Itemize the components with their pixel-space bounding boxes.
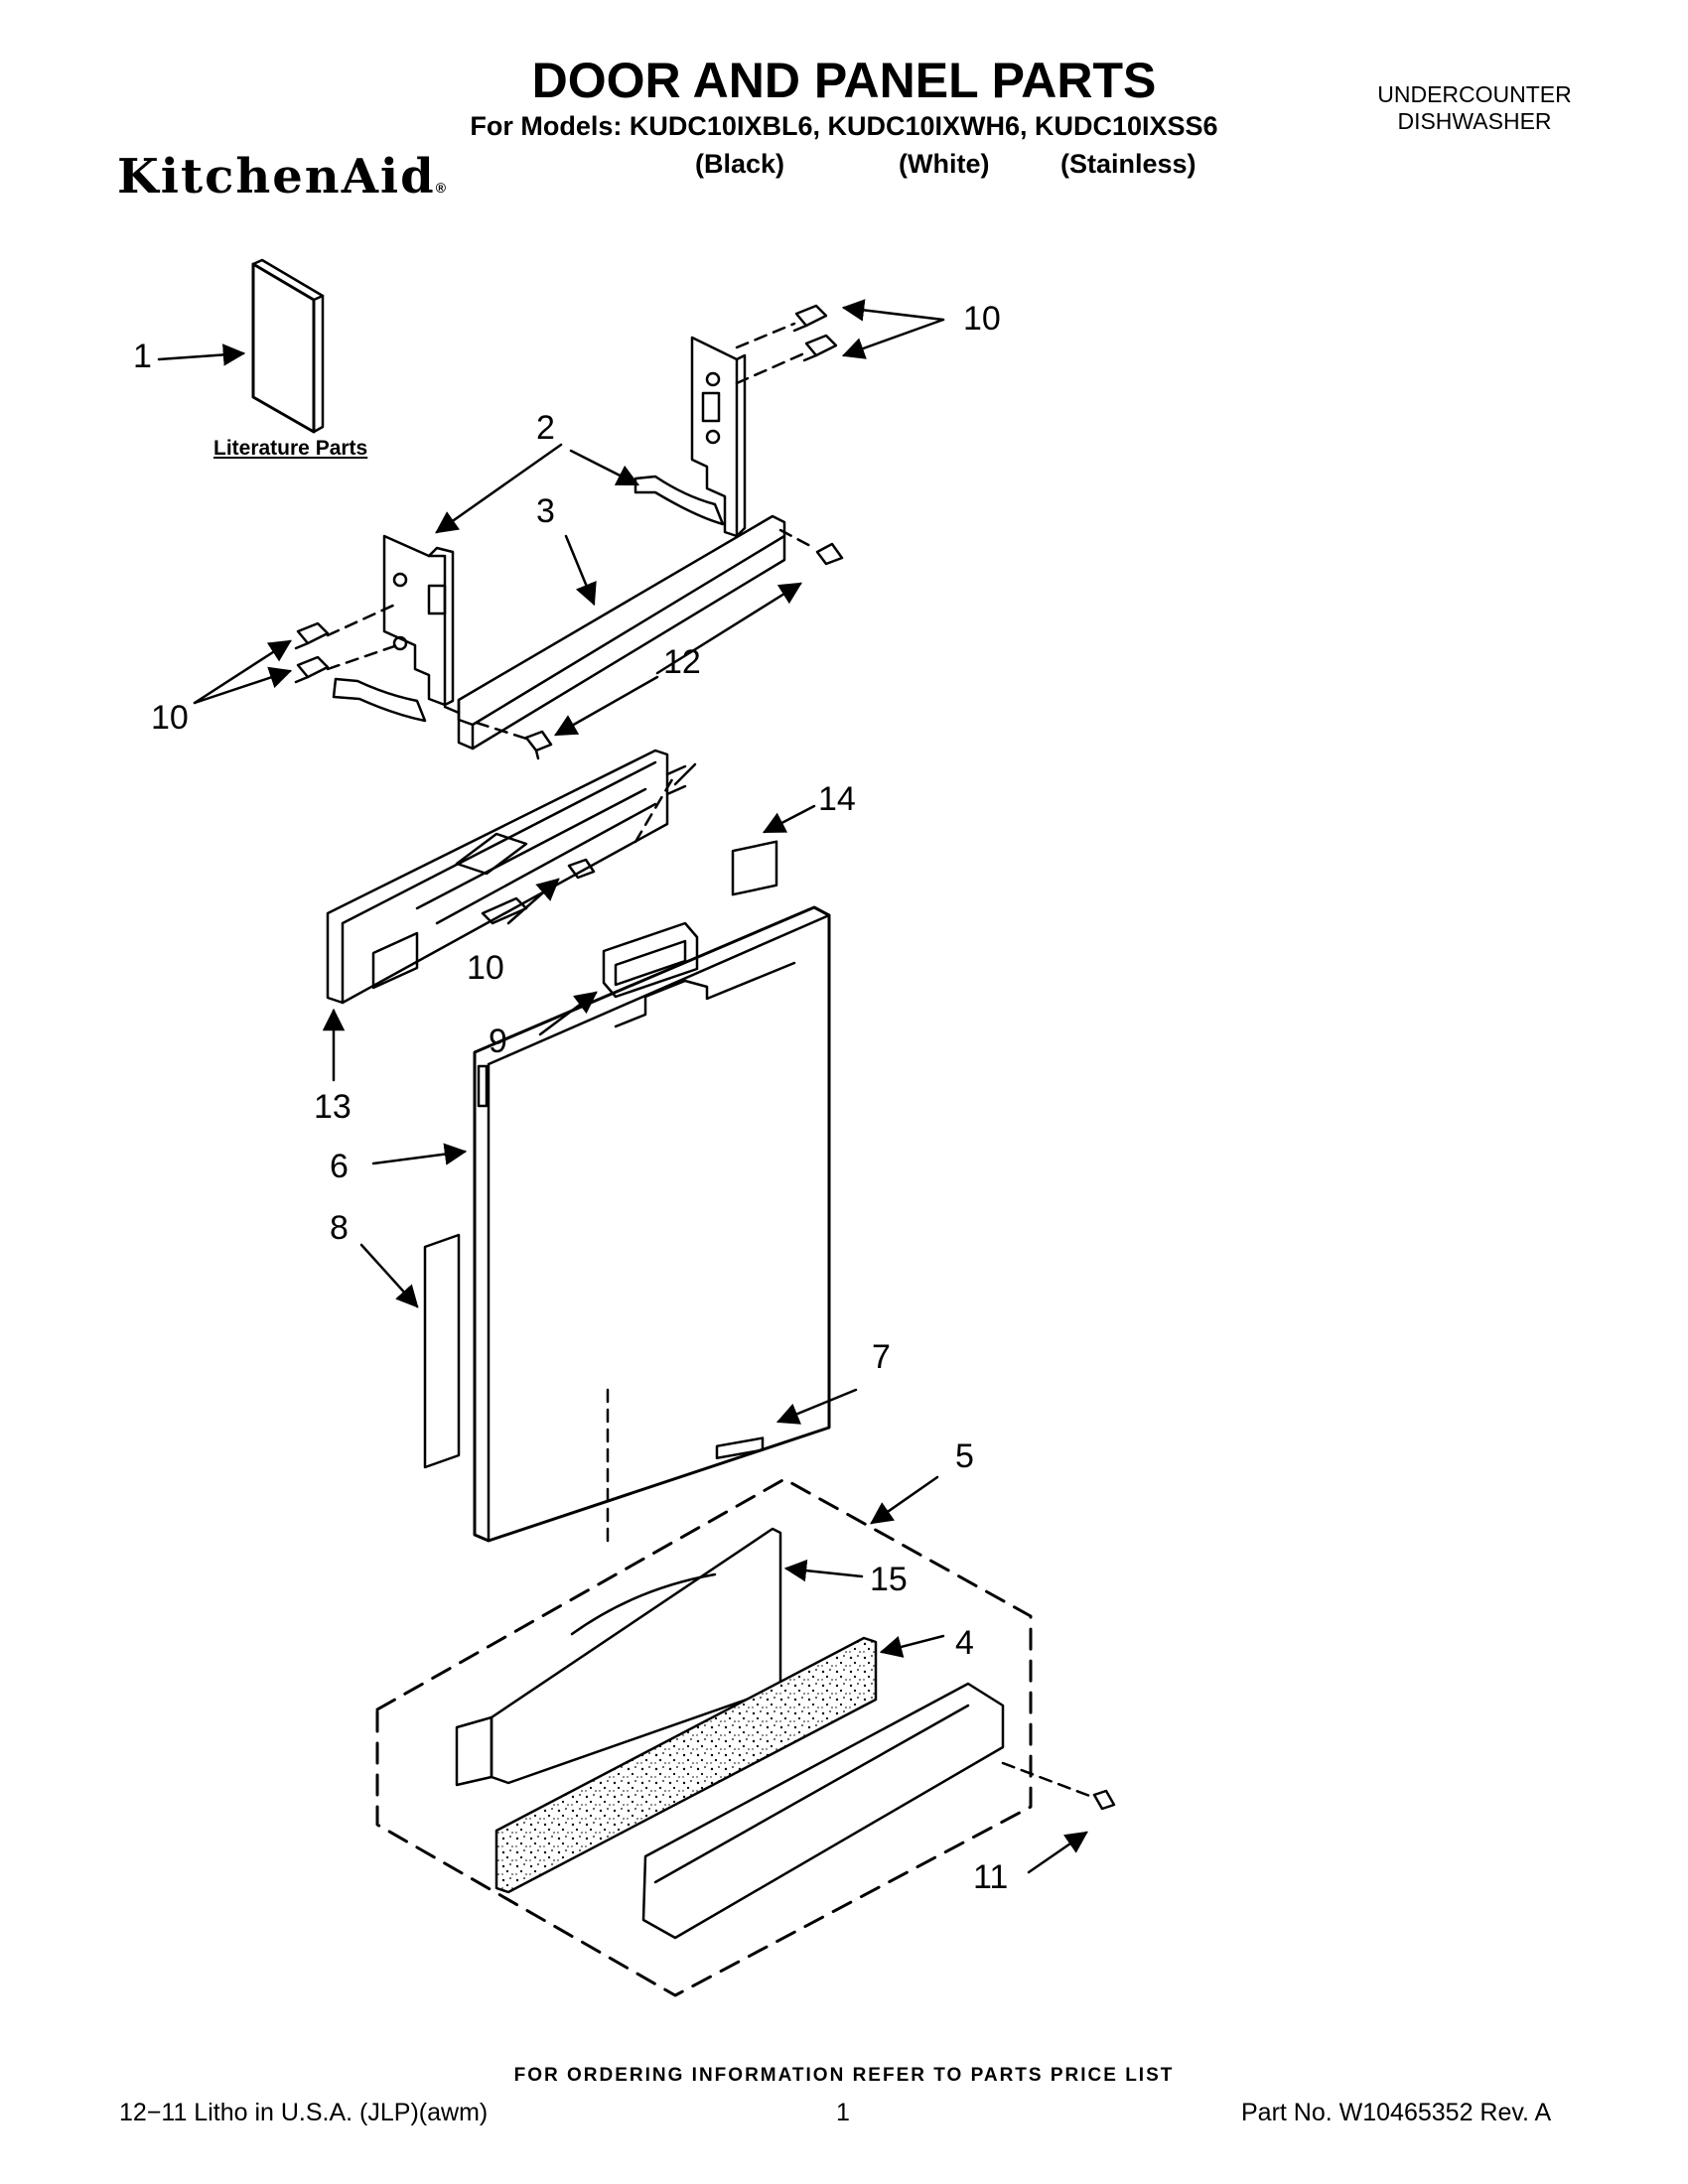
page-title: DOOR AND PANEL PARTS bbox=[531, 53, 1157, 108]
part-number: Part No. W10465352 Rev. A bbox=[1241, 2099, 1552, 2126]
callout-12: 12 bbox=[663, 643, 701, 681]
literature-parts-label: Literature Parts bbox=[213, 437, 368, 460]
callout-10-console: 10 bbox=[467, 949, 504, 987]
outer-door-panel bbox=[473, 905, 831, 1543]
left-bracket bbox=[332, 534, 455, 723]
brand-logo: KitchenAid® bbox=[117, 149, 448, 205]
callout-5: 5 bbox=[955, 1437, 974, 1475]
callout-2: 2 bbox=[536, 409, 555, 447]
top-rail bbox=[443, 514, 786, 751]
callout-1: 1 bbox=[133, 338, 152, 375]
leader-arrows bbox=[193, 299, 1088, 1874]
callout-10-left: 10 bbox=[151, 699, 189, 737]
callout-9: 9 bbox=[489, 1023, 507, 1060]
callout-4: 4 bbox=[955, 1624, 974, 1662]
unit-type-line2: DISHWASHER bbox=[1397, 108, 1552, 134]
kickplate bbox=[641, 1682, 1005, 1940]
callout-6: 6 bbox=[330, 1148, 349, 1185]
control-label bbox=[731, 840, 778, 896]
callout-7: 7 bbox=[872, 1338, 891, 1376]
registered-mark: ® bbox=[435, 180, 449, 196]
callout-8: 8 bbox=[330, 1209, 349, 1247]
control-console bbox=[326, 749, 697, 1005]
literature-booklet bbox=[251, 258, 325, 434]
variant-stainless: (Stainless) bbox=[1060, 149, 1196, 179]
right-bracket bbox=[633, 336, 747, 538]
variant-black: (Black) bbox=[695, 149, 785, 179]
callout-10-top: 10 bbox=[963, 300, 1001, 338]
callout-14: 14 bbox=[818, 780, 856, 818]
page-number: 1 bbox=[836, 2099, 850, 2126]
litho-info: 12−11 Litho in U.S.A. (JLP)(awm) bbox=[119, 2099, 489, 2126]
vent-slots bbox=[477, 1064, 489, 1108]
callout-13: 13 bbox=[314, 1088, 352, 1126]
leader-1 bbox=[157, 343, 246, 366]
unit-type: UNDERCOUNTER DISHWASHER bbox=[1331, 81, 1618, 135]
toe-panel-kit-outline bbox=[375, 1477, 1033, 1997]
door-handle bbox=[602, 921, 699, 999]
door-insulation bbox=[423, 1233, 461, 1469]
hardware-dash-lines bbox=[326, 322, 1094, 1799]
ordering-note: FOR ORDERING INFORMATION REFER TO PARTS … bbox=[513, 2065, 1175, 2086]
callout-3: 3 bbox=[536, 492, 555, 530]
variant-white: (White) bbox=[899, 149, 990, 179]
screws bbox=[294, 304, 1116, 1811]
callout-15: 15 bbox=[870, 1561, 908, 1598]
callout-11: 11 bbox=[973, 1858, 1009, 1896]
unit-type-line1: UNDERCOUNTER bbox=[1377, 81, 1572, 107]
brand-name: KitchenAid bbox=[117, 149, 436, 205]
foam-strip bbox=[494, 1636, 878, 1894]
models-line: For Models: KUDC10IXBL6, KUDC10IXWH6, KU… bbox=[470, 111, 1218, 141]
nameplate-badge bbox=[715, 1436, 765, 1459]
